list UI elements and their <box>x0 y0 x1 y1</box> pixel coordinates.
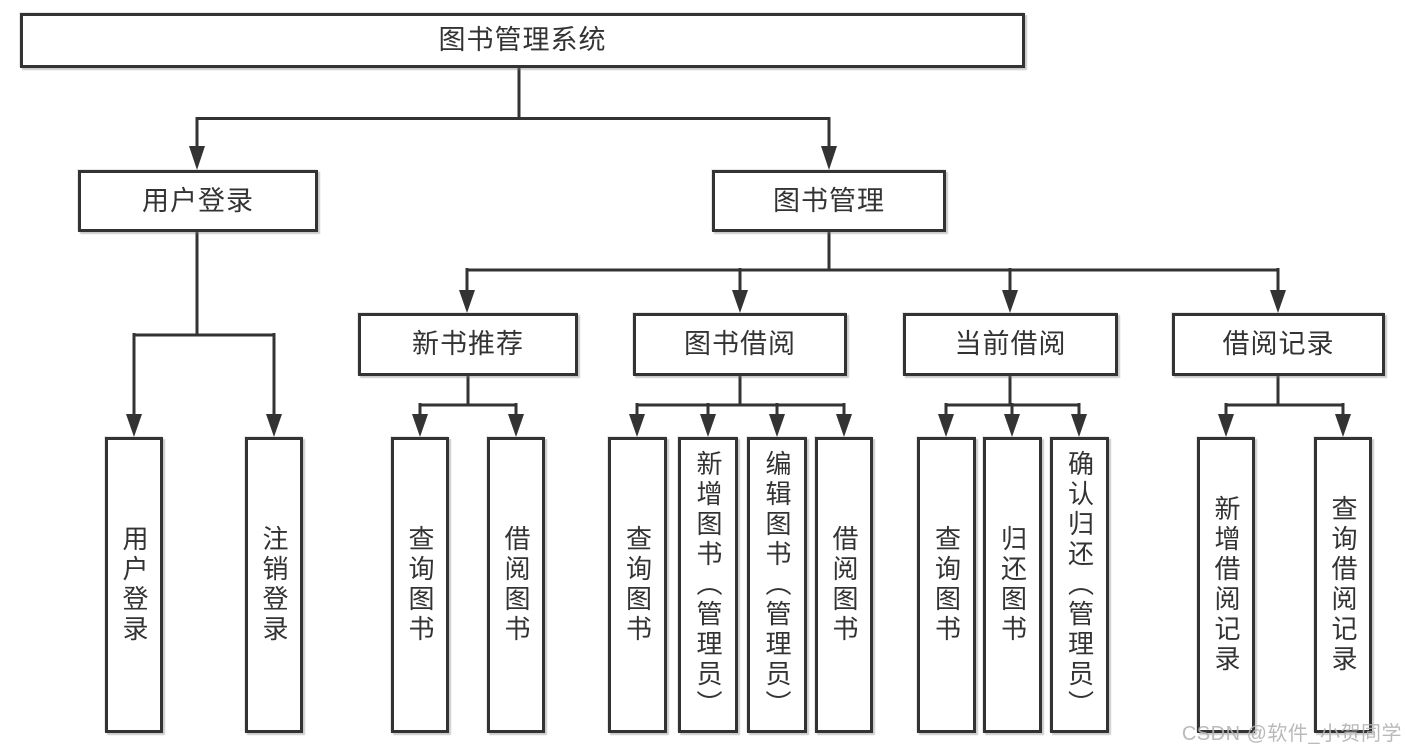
leaf-add-book-admin: 新增图书（管理员） <box>678 437 738 733</box>
arrowheads <box>126 146 1351 437</box>
leaf-query-books-recommend: 查询图书 <box>391 437 449 733</box>
node-label: 编辑图书（管理员） <box>762 450 792 720</box>
node-book-management: 图书管理 <box>712 170 946 232</box>
node-label: 借阅图书 <box>501 525 531 645</box>
leaf-query-books-current: 查询图书 <box>917 437 976 733</box>
node-label: 图书管理 <box>773 185 885 216</box>
node-label: 新增图书（管理员） <box>693 450 723 720</box>
node-user-login: 用户登录 <box>78 170 318 232</box>
node-label: 注销登录 <box>259 525 289 645</box>
leaf-user-login: 用户登录 <box>105 437 163 733</box>
node-label: 借阅记录 <box>1222 329 1335 359</box>
leaf-add-borrow-record: 新增借阅记录 <box>1197 437 1255 733</box>
leaf-query-borrow-record: 查询借阅记录 <box>1314 437 1372 733</box>
leaf-confirm-return-admin: 确认归还（管理员） <box>1050 437 1109 733</box>
node-label: 图书管理系统 <box>438 25 607 55</box>
node-label: 当前借阅 <box>954 329 1067 359</box>
node-label: 查询借阅记录 <box>1328 495 1358 675</box>
leaf-borrow-books: 借阅图书 <box>815 437 873 733</box>
node-borrow-records: 借阅记录 <box>1172 313 1385 376</box>
leaf-edit-book-admin: 编辑图书（管理员） <box>747 437 807 733</box>
node-label: 查询图书 <box>622 525 653 645</box>
leaf-query-books-borrow: 查询图书 <box>608 437 667 733</box>
node-label: 查询图书 <box>405 525 435 645</box>
node-label: 借阅图书 <box>829 525 859 645</box>
node-label: 新增借阅记录 <box>1211 495 1241 675</box>
leaf-logout: 注销登录 <box>245 437 303 733</box>
node-current-borrow: 当前借阅 <box>903 313 1118 376</box>
node-book-borrow: 图书借阅 <box>633 313 847 376</box>
node-new-book-recommend: 新书推荐 <box>358 313 578 376</box>
node-book-system: 图书管理系统 <box>20 13 1025 68</box>
node-label: 查询图书 <box>931 525 962 645</box>
node-label: 归还图书 <box>997 525 1028 645</box>
node-label: 确认归还（管理员） <box>1064 450 1095 720</box>
watermark: CSDN @软件_小贺同学 <box>1181 723 1402 745</box>
leaf-borrow-books-recommend: 借阅图书 <box>487 437 545 733</box>
leaf-return-books: 归还图书 <box>983 437 1042 733</box>
node-label: 用户登录 <box>142 185 254 216</box>
node-label: 图书借阅 <box>684 329 796 359</box>
node-label: 用户登录 <box>119 525 149 645</box>
node-label: 新书推荐 <box>412 329 524 359</box>
